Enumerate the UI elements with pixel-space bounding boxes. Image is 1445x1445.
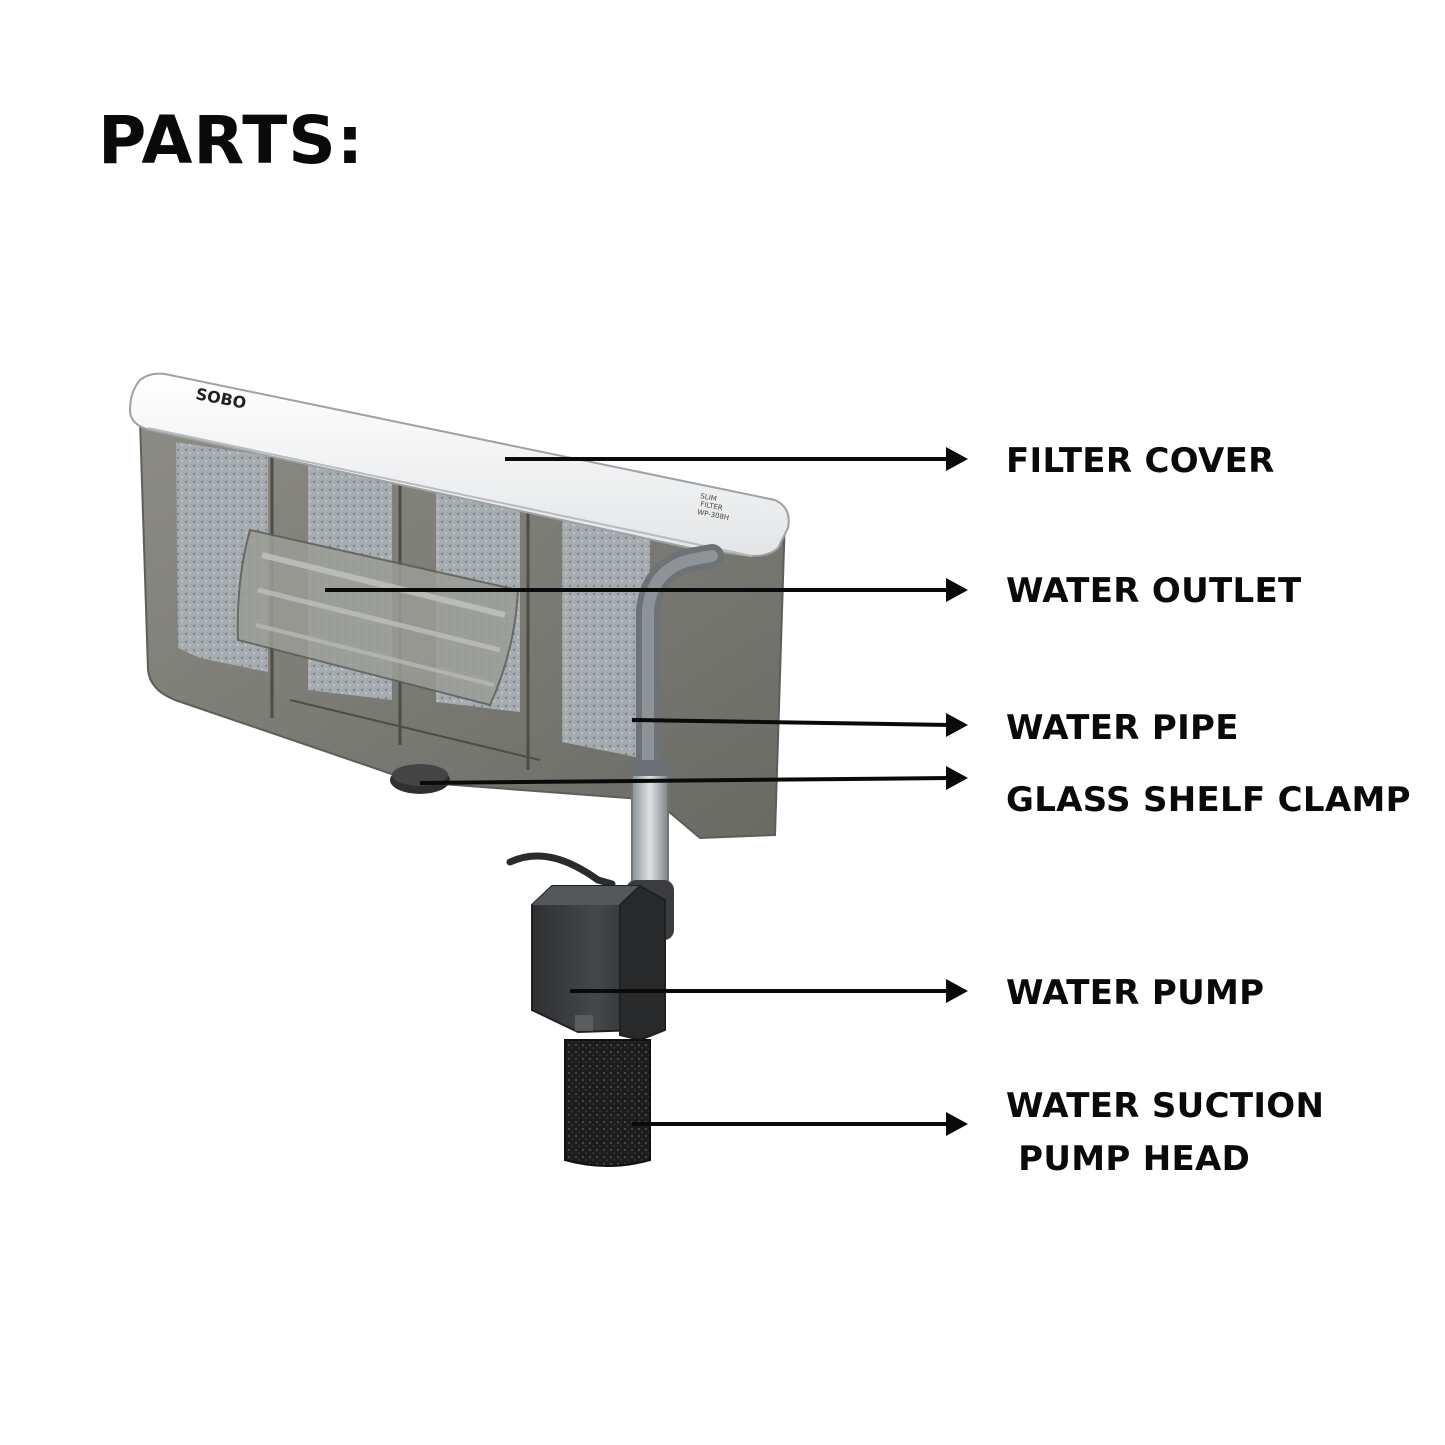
water-pump-shape bbox=[531, 880, 674, 1042]
arrow-filter-cover bbox=[505, 447, 968, 471]
label-water-suction-pump-head: WATER SUCTION PUMP HEAD bbox=[1006, 1086, 1325, 1179]
callout-arrows bbox=[325, 447, 968, 1136]
arrow-water-outlet bbox=[325, 578, 968, 602]
model-badge-line-1: SLIM bbox=[700, 492, 718, 503]
label-glass-shelf-clamp: GLASS SHELF CLAMP bbox=[1006, 780, 1411, 820]
arrow-water-pipe bbox=[631, 713, 968, 737]
arrow-suction-pump-head bbox=[632, 1112, 968, 1136]
suction-sponge-shape bbox=[564, 1039, 651, 1167]
label-water-outlet: WATER OUTLET bbox=[1006, 571, 1302, 611]
glass-shelf-clamp-shape bbox=[390, 764, 450, 794]
arrow-water-pump bbox=[570, 979, 968, 1003]
water-outlet-shape bbox=[236, 528, 520, 707]
label-filter-cover: FILTER COVER bbox=[1006, 441, 1275, 481]
label-water-pump: WATER PUMP bbox=[1006, 973, 1265, 1013]
label-water-pipe: WATER PIPE bbox=[1006, 708, 1239, 748]
power-cable bbox=[506, 852, 616, 888]
filter-cover-shape bbox=[128, 372, 790, 558]
arrow-glass-shelf-clamp bbox=[419, 766, 968, 790]
page-title: PARTS: bbox=[98, 102, 365, 179]
